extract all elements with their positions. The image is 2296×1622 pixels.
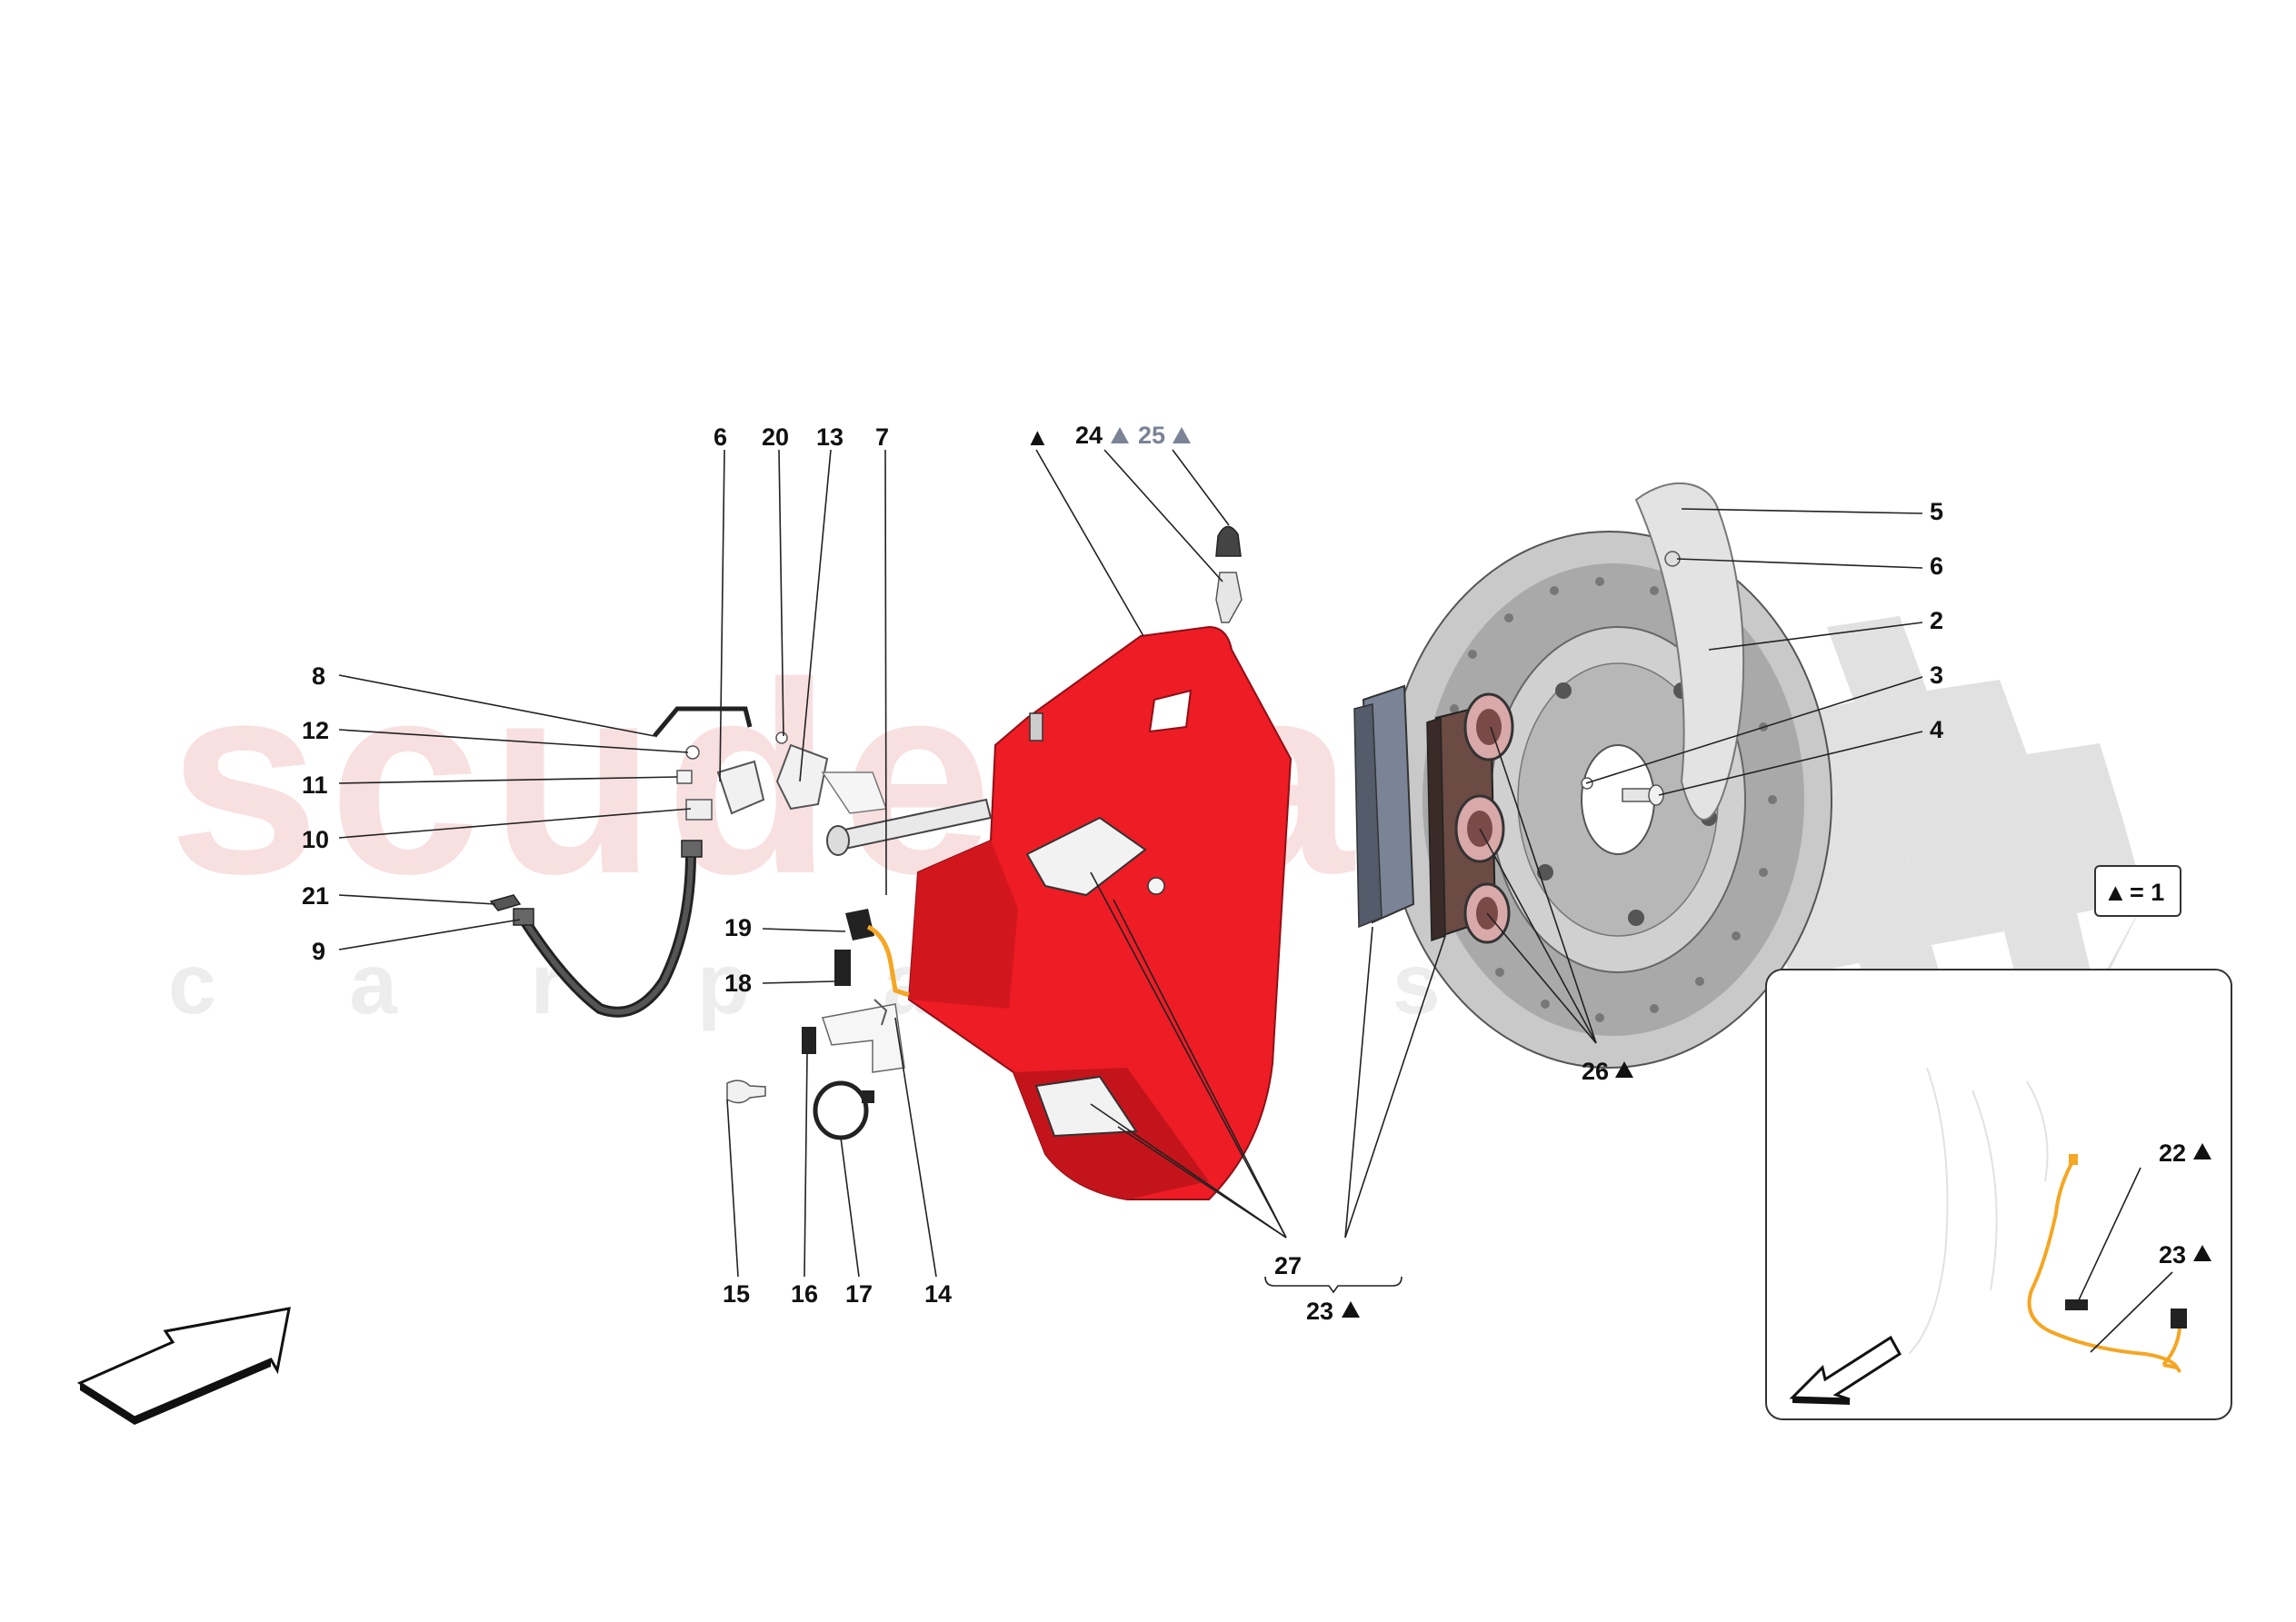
triangle-icon (2193, 1245, 2211, 1261)
callout-17: 17 (845, 1280, 873, 1308)
mounting-bracket (716, 743, 888, 815)
sensor-clip (802, 1027, 816, 1054)
brake-caliper (907, 625, 1293, 1200)
callout-25: 25 (1138, 422, 1165, 449)
triangle-icon (2193, 1143, 2211, 1159)
callout-7: 7 (875, 423, 889, 451)
callout-26: 26 (1582, 1058, 1609, 1085)
callout-27: 27 (1274, 1252, 1302, 1279)
brake-line-rigid (653, 706, 753, 738)
callout-14: 14 (924, 1280, 952, 1308)
sensor-bracket (822, 999, 905, 1073)
legend-text: = 1 (2130, 879, 2164, 906)
callout-6-top: 6 (714, 423, 727, 451)
triangle-icon (1342, 1301, 1360, 1318)
triangle-icon (1173, 427, 1191, 443)
inset-direction-arrow-icon (1789, 1335, 1902, 1405)
callout-19: 19 (724, 914, 752, 941)
callout-23-bottom: 23 (1306, 1298, 1333, 1325)
inset-wear-sensor-cable (2027, 1154, 2187, 1373)
dust-shield (1634, 482, 1745, 821)
callout-13: 13 (816, 423, 844, 451)
callout-2: 2 (1930, 607, 1943, 634)
callout-20: 20 (762, 423, 789, 451)
callout-triangle-top: ▲ (1025, 423, 1050, 451)
inset-faint-parts (1908, 1067, 2049, 1355)
callout-labels: 6 20 13 7 8 12 11 10 21 9 19 18 15 16 17… (302, 422, 1943, 1325)
legend-symbol: ▲ (2103, 879, 2128, 906)
callout-24: 24 (1075, 422, 1103, 449)
callout-4: 4 (1930, 716, 1943, 743)
screw (726, 1080, 766, 1104)
callout-16: 16 (791, 1280, 818, 1308)
callout-15: 15 (723, 1280, 750, 1308)
bleeder-screw (1215, 572, 1243, 623)
direction-arrow-icon (76, 1307, 291, 1425)
disc-bolt (1581, 777, 1664, 806)
sensor-connector (834, 950, 851, 986)
brake-hose (513, 840, 703, 1018)
callout-22-inset: 22 (2159, 1139, 2186, 1167)
callout-6-right: 6 (1930, 552, 1943, 580)
callout-5: 5 (1930, 498, 1943, 525)
inset-detail-box: 22 23 (1765, 969, 2232, 1420)
brake-pad-outer (1353, 684, 1415, 929)
triangle-icon (1615, 1061, 1633, 1078)
callout-3: 3 (1930, 662, 1943, 689)
callout-18: 18 (724, 970, 752, 997)
caliper-pin (826, 798, 993, 856)
callout-8: 8 (312, 662, 325, 690)
callout-11: 11 (302, 771, 328, 799)
callout-21: 21 (302, 882, 329, 910)
bleeder-cap (1215, 525, 1242, 557)
triangle-icon (1111, 427, 1129, 443)
sensor-ring (813, 1080, 874, 1140)
piston-seals (1454, 692, 1514, 944)
legend-box: ▲ = 1 (2094, 865, 2181, 917)
pad-wear-sensor (845, 909, 910, 998)
leader-lines (338, 449, 1923, 1294)
callout-23-inset: 23 (2159, 1241, 2186, 1269)
bracket-small-parts (676, 731, 788, 821)
hose-clip (489, 894, 522, 911)
callout-9: 9 (312, 938, 325, 965)
callout-12: 12 (302, 717, 329, 744)
callout-10: 10 (302, 826, 329, 853)
